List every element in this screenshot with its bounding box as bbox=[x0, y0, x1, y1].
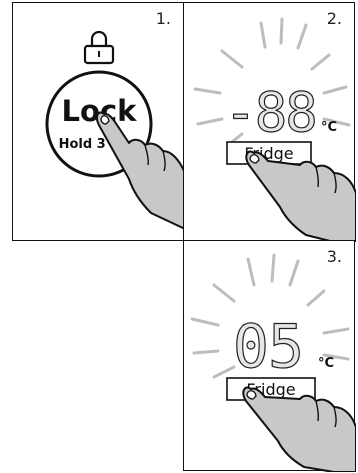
step-1-panel: 1. Lock Hold 3 sec. bbox=[12, 2, 184, 241]
display-value: 05 bbox=[233, 312, 303, 382]
pointing-hand-icon bbox=[243, 387, 356, 472]
step-3-panel: 3. 05 °C Fridge bbox=[183, 240, 355, 471]
display-value: -88 bbox=[224, 81, 316, 144]
unit-label: °C bbox=[321, 120, 337, 135]
pointing-hand-icon bbox=[246, 151, 356, 242]
padlock-icon bbox=[85, 32, 113, 63]
unit-label: °C bbox=[318, 356, 334, 371]
step-2-panel: 2. -88 °C Fridge bbox=[183, 2, 355, 241]
temperature-display: -88 °C bbox=[224, 81, 337, 144]
temperature-display: 05 °C bbox=[233, 312, 334, 382]
